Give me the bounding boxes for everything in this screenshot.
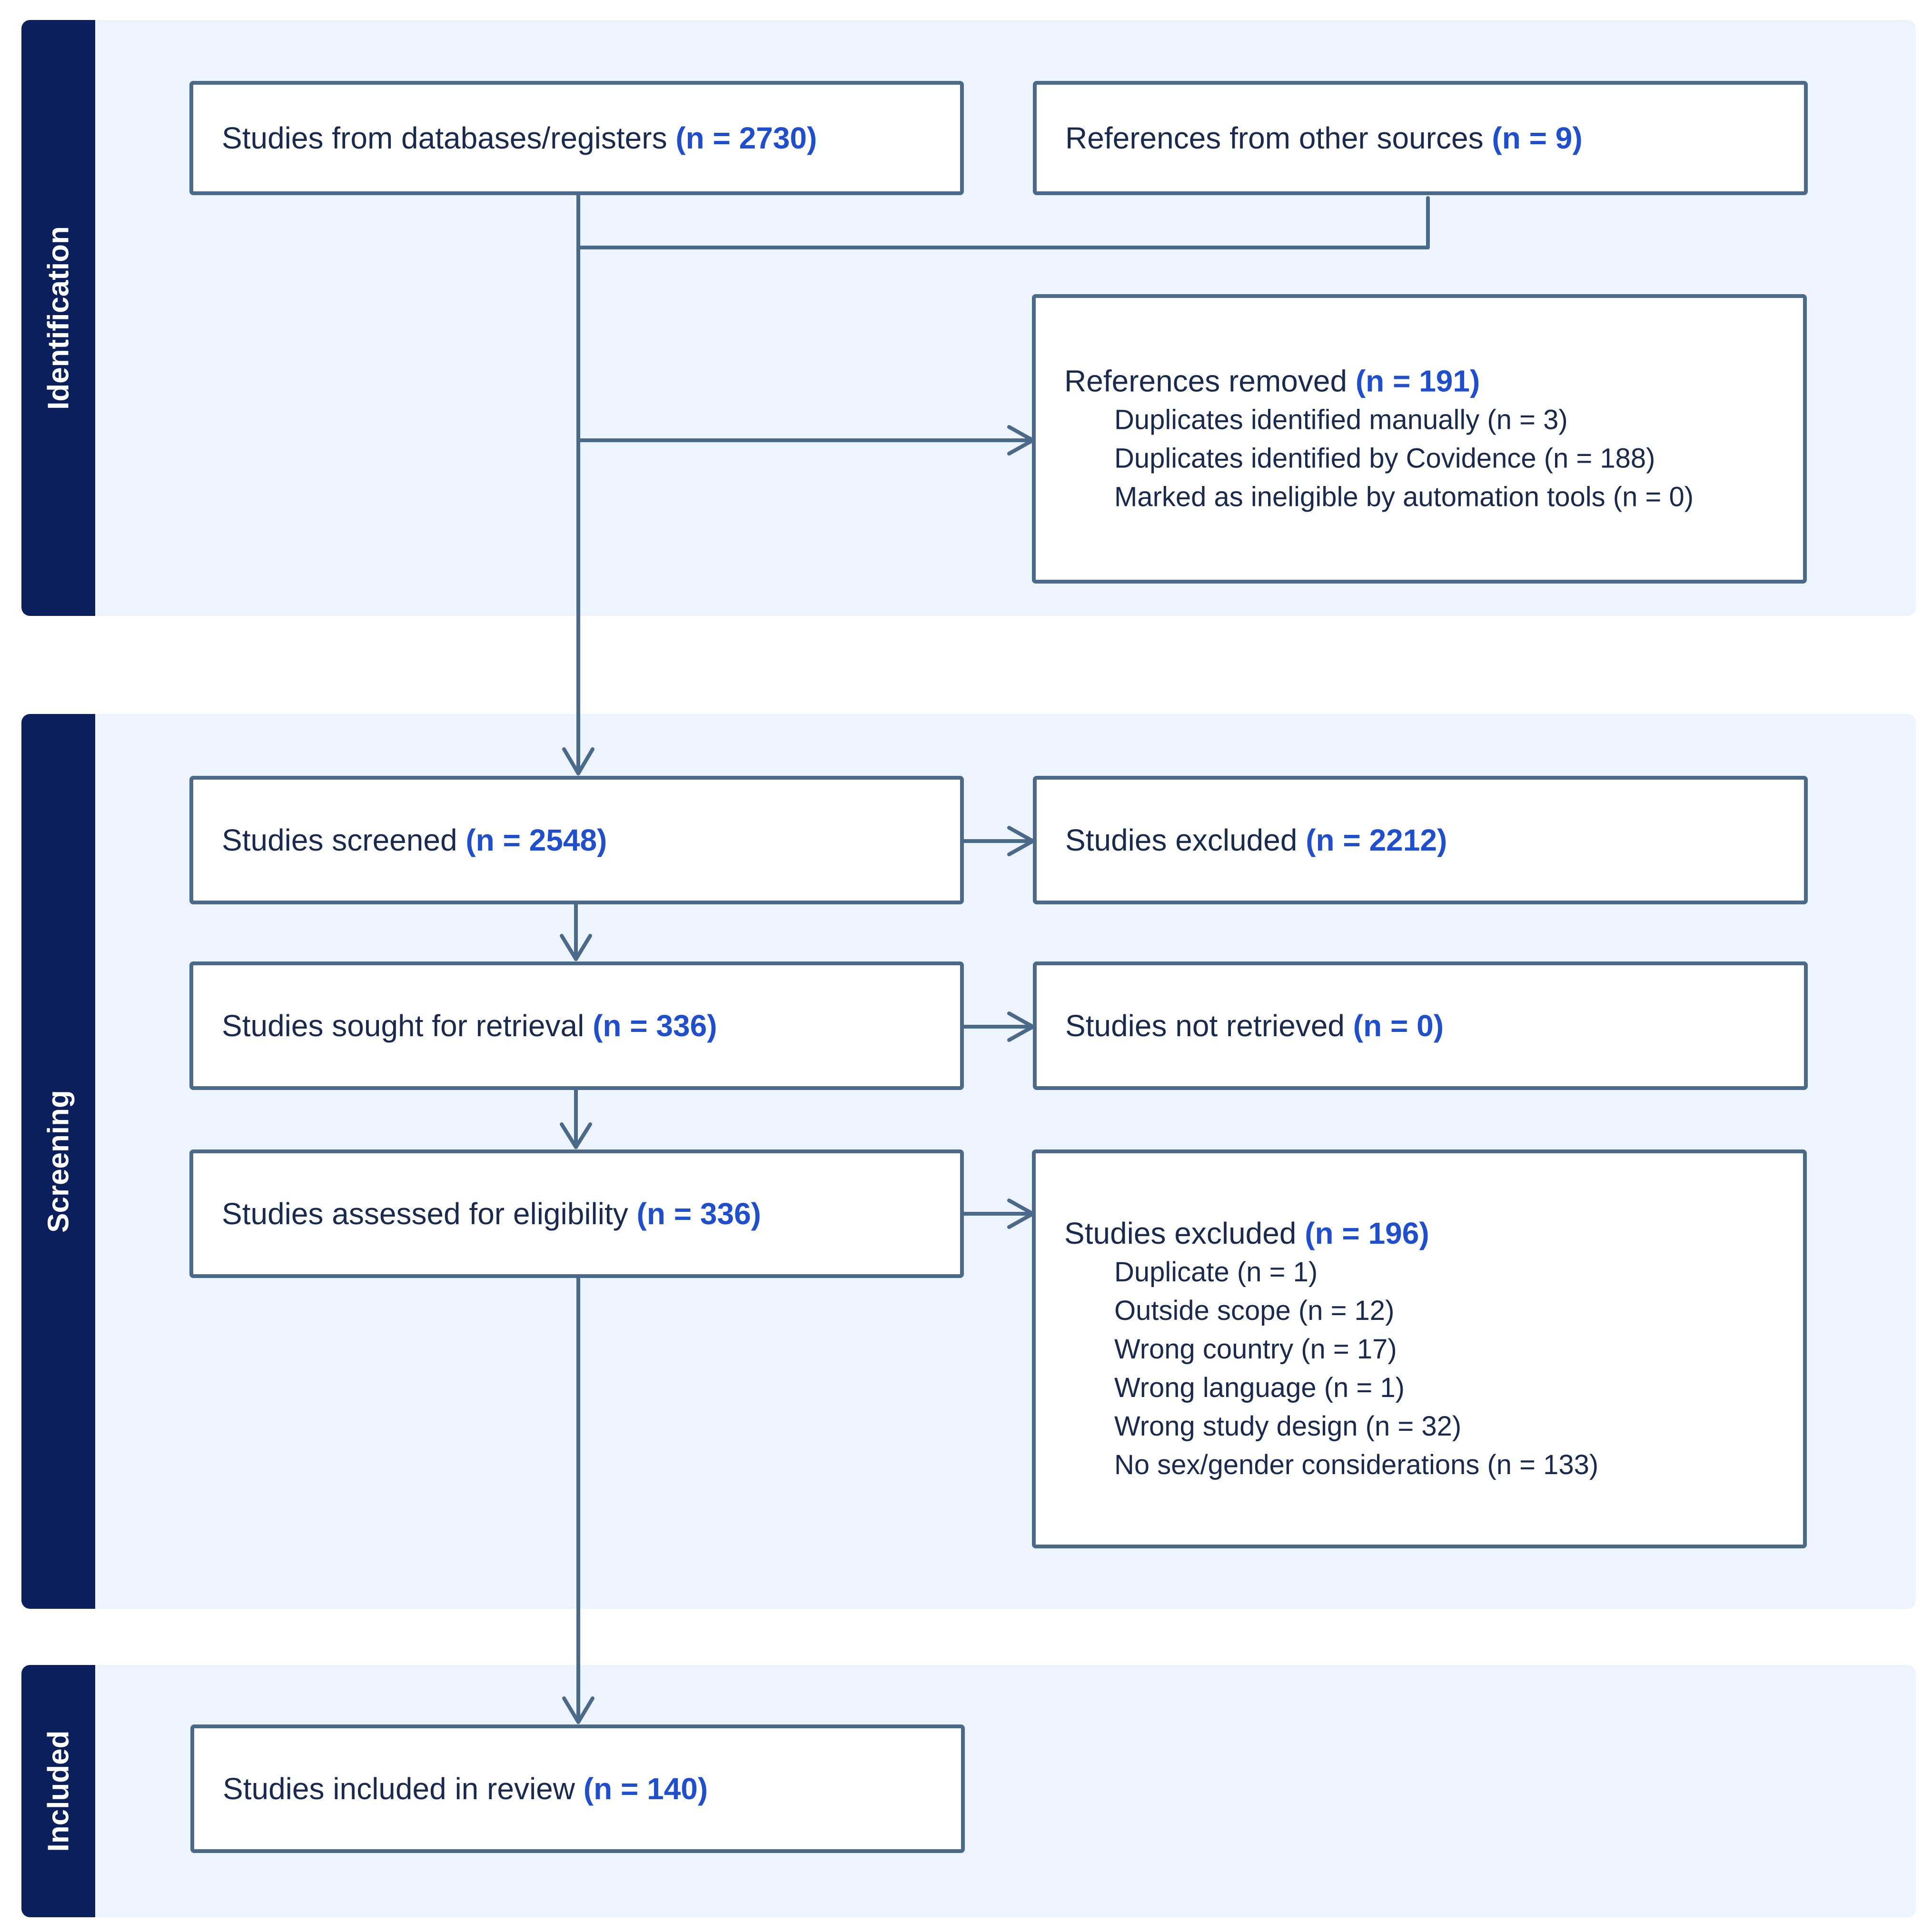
references-removed-list: Duplicates identified manually (n = 3) D… <box>1064 401 1789 516</box>
list-item: No sex/gender considerations (n = 133) <box>1114 1449 1599 1480</box>
assessed-count: (n = 336) <box>636 1197 761 1231</box>
arrowhead-screened <box>562 747 594 775</box>
excluded-eligibility-label: Studies excluded <box>1064 1216 1297 1250</box>
included-label: Studies included in review <box>223 1772 575 1806</box>
screening-tab: Screening <box>21 714 95 1609</box>
arrowhead-assessed <box>560 1122 592 1149</box>
excluded-screening-label: Studies excluded <box>1065 823 1298 857</box>
arrowhead-included <box>562 1696 594 1724</box>
databases-count: (n = 2730) <box>675 121 817 155</box>
excluded-screening-box: Studies excluded (n = 2212) <box>1033 776 1808 904</box>
included-box: Studies included in review (n = 140) <box>190 1724 965 1853</box>
list-item: Duplicates identified by Covidence (n = … <box>1114 443 1655 474</box>
not-retrieved-count: (n = 0) <box>1353 1009 1444 1043</box>
other-sources-label: References from other sources <box>1065 121 1484 155</box>
list-item: Wrong study design (n = 32) <box>1114 1411 1462 1442</box>
not-retrieved-label: Studies not retrieved <box>1065 1009 1345 1043</box>
included-count: (n = 140) <box>583 1772 708 1806</box>
references-removed-count: (n = 191) <box>1355 364 1480 398</box>
identification-tab: Identification <box>21 20 95 616</box>
other-sources-count: (n = 9) <box>1492 121 1583 155</box>
connector-other-sources-join <box>576 196 1430 249</box>
references-removed-box: References removed (n = 191) Duplicates … <box>1032 294 1807 584</box>
sought-count: (n = 336) <box>593 1009 717 1043</box>
list-item: Wrong country (n = 17) <box>1114 1334 1397 1365</box>
excluded-eligibility-list: Duplicate (n = 1) Outside scope (n = 12)… <box>1064 1253 1789 1484</box>
assessed-label: Studies assessed for eligibility <box>222 1197 628 1231</box>
arrowhead-sought <box>560 934 592 961</box>
sought-label: Studies sought for retrieval <box>222 1009 585 1043</box>
sought-box: Studies sought for retrieval (n = 336) <box>189 961 964 1090</box>
excluded-eligibility-count: (n = 196) <box>1305 1216 1429 1250</box>
screened-box: Studies screened (n = 2548) <box>189 776 964 904</box>
databases-label: Studies from databases/registers <box>222 121 667 155</box>
included-tab: Included <box>21 1665 95 1917</box>
list-item: Outside scope (n = 12) <box>1114 1295 1395 1326</box>
excluded-screening-count: (n = 2212) <box>1306 823 1447 857</box>
list-item: Marked as ineligible by automation tools… <box>1114 481 1694 513</box>
screened-count: (n = 2548) <box>466 823 607 857</box>
excluded-eligibility-box: Studies excluded (n = 196) Duplicate (n … <box>1032 1149 1807 1548</box>
references-removed-label: References removed <box>1064 364 1347 398</box>
assessed-box: Studies assessed for eligibility (n = 33… <box>189 1149 964 1278</box>
screened-label: Studies screened <box>222 823 457 857</box>
databases-box: Studies from databases/registers (n = 27… <box>189 81 964 195</box>
list-item: Duplicates identified manually (n = 3) <box>1114 404 1568 436</box>
other-sources-box: References from other sources (n = 9) <box>1033 81 1808 195</box>
not-retrieved-box: Studies not retrieved (n = 0) <box>1033 961 1808 1090</box>
list-item: Duplicate (n = 1) <box>1114 1257 1318 1288</box>
list-item: Wrong language (n = 1) <box>1114 1372 1405 1403</box>
